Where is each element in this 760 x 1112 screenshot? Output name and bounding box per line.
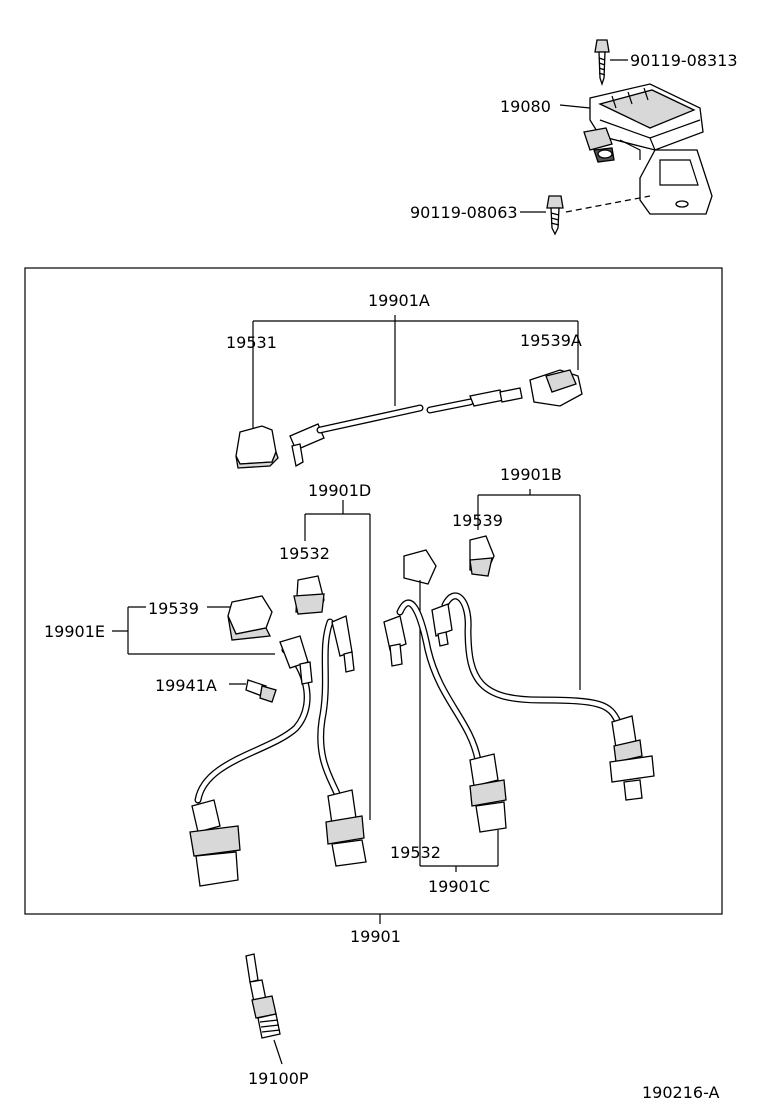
figure-number: 190216-A xyxy=(642,1083,720,1102)
label-90119-08063: 90119-08063 xyxy=(410,203,518,222)
label-19539a: 19539A xyxy=(520,331,582,350)
coil-set-frame xyxy=(24,267,723,915)
label-19532-c: 19532 xyxy=(390,843,441,862)
label-19901d: 19901D xyxy=(308,481,371,500)
label-90119-08313: 90119-08313 xyxy=(630,51,738,70)
label-19901c: 19901C xyxy=(428,877,490,896)
label-19539-b: 19539 xyxy=(452,511,503,530)
label-19531: 19531 xyxy=(226,333,277,352)
ignition-coil-19901c xyxy=(383,599,507,833)
label-19941a: 19941A xyxy=(155,676,217,695)
spark-plug-19100p xyxy=(245,953,281,1039)
label-group: 90119-08313 19080 90119-08063 19901A 195… xyxy=(44,51,738,1102)
bolt-90119-08313 xyxy=(594,39,610,87)
bolt-90119-08063 xyxy=(546,195,564,236)
ignition-coil-19901b xyxy=(403,535,655,801)
plug-19941a xyxy=(245,679,277,703)
ignition-coil-19901d xyxy=(293,575,367,867)
label-19901b: 19901B xyxy=(500,465,562,484)
label-19901e: 19901E xyxy=(44,622,105,641)
label-19901: 19901 xyxy=(350,927,401,946)
label-19901a: 19901A xyxy=(368,291,430,310)
label-19539-e: 19539 xyxy=(148,599,199,618)
label-19080: 19080 xyxy=(500,97,551,116)
label-19100p: 19100P xyxy=(248,1069,309,1088)
label-19532-d: 19532 xyxy=(279,544,330,563)
ignition-coil-19901e xyxy=(189,595,313,887)
igniter-19080 xyxy=(583,83,713,215)
ignition-coil-19901a xyxy=(235,369,583,469)
